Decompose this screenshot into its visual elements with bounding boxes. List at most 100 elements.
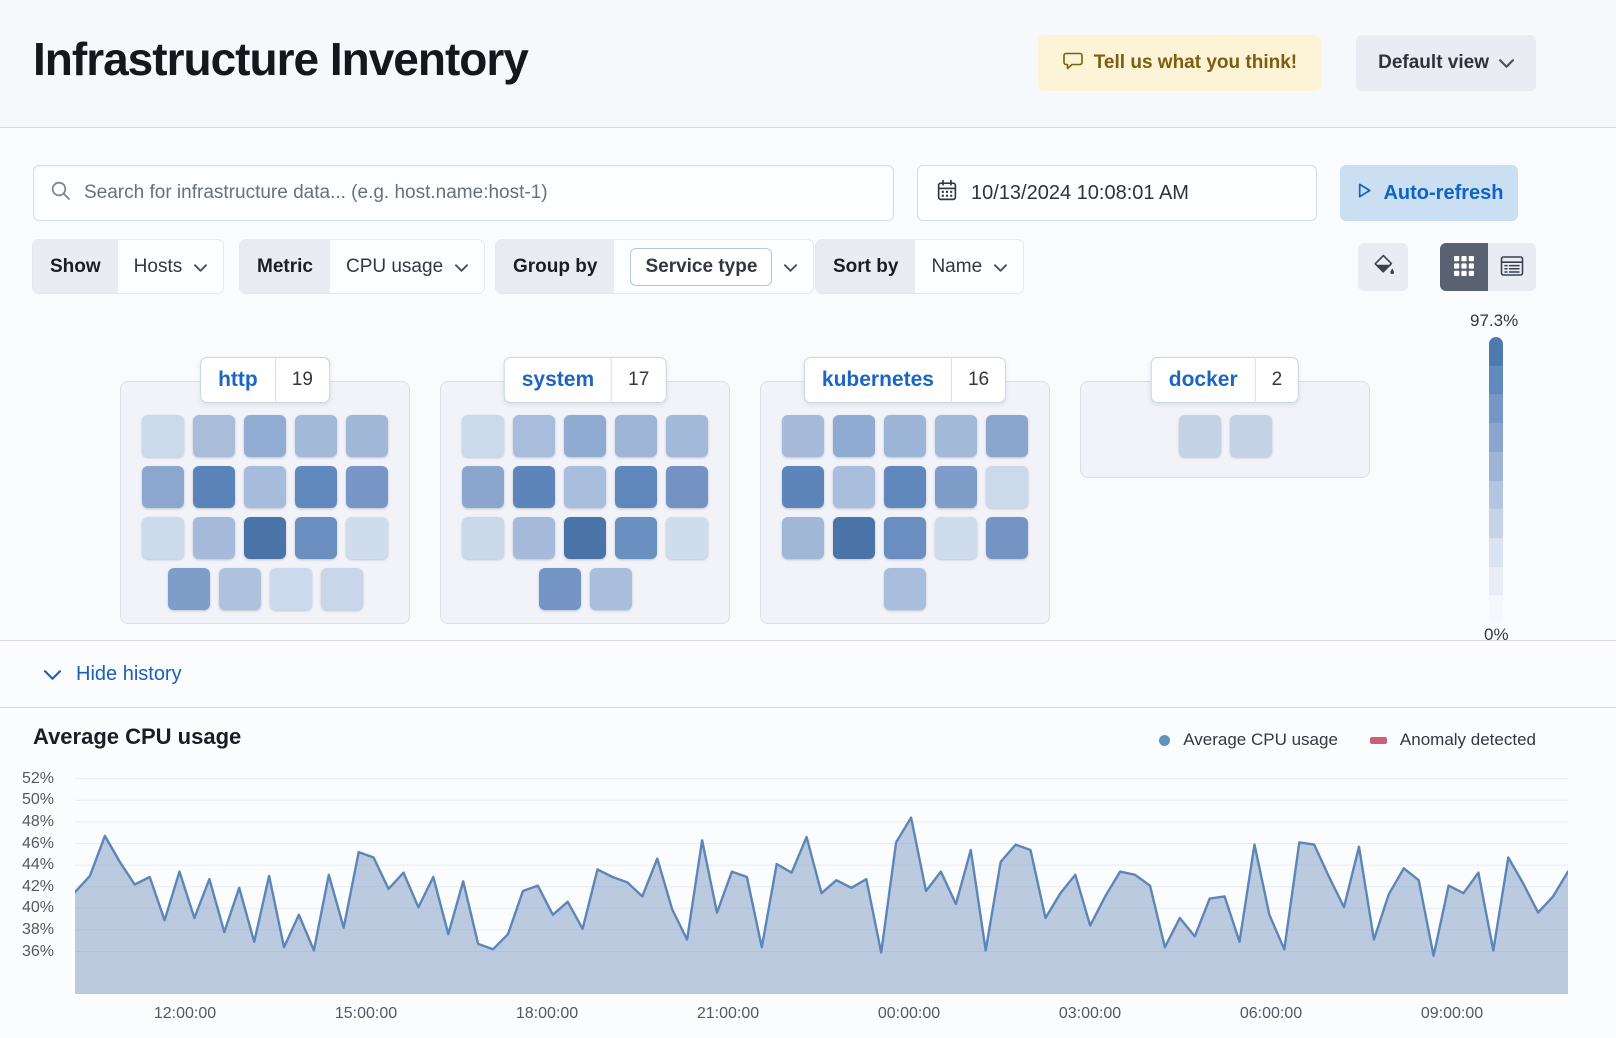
group-name: system <box>521 368 595 391</box>
group-badge[interactable]: http 19 <box>200 357 330 403</box>
host-tile[interactable] <box>295 517 337 559</box>
host-tile[interactable] <box>833 415 875 457</box>
host-tile[interactable] <box>295 466 337 508</box>
history-toggle-bar: Hide history <box>0 640 1616 707</box>
host-tile[interactable] <box>513 517 555 559</box>
view-selector-button[interactable]: Default view <box>1356 35 1536 91</box>
area-chart-plot <box>73 771 1570 994</box>
host-tile[interactable] <box>935 517 977 559</box>
host-tile[interactable] <box>833 466 875 508</box>
host-tile[interactable] <box>462 466 504 508</box>
host-tile[interactable] <box>244 517 286 559</box>
host-tile[interactable] <box>782 517 824 559</box>
host-tile[interactable] <box>884 415 926 457</box>
play-icon <box>1354 181 1373 206</box>
badge-divider <box>1254 358 1256 402</box>
legend-item-average-cpu[interactable]: Average CPU usage <box>1159 730 1338 750</box>
calendar-icon <box>936 179 958 208</box>
host-tile[interactable] <box>782 466 824 508</box>
host-tile[interactable] <box>1229 415 1272 457</box>
host-tile[interactable] <box>462 517 504 559</box>
host-tile[interactable] <box>935 466 977 508</box>
host-tile[interactable] <box>884 466 926 508</box>
feedback-button[interactable]: Tell us what you think! <box>1037 35 1322 91</box>
group-docker: docker 2 <box>1080 357 1370 478</box>
metric-dropdown[interactable]: CPU usage <box>330 240 484 293</box>
group-count: 19 <box>291 369 313 390</box>
host-tile[interactable] <box>320 568 363 610</box>
chevron-down-icon <box>455 256 469 278</box>
host-tile[interactable] <box>589 568 632 610</box>
palette-button[interactable] <box>1358 243 1408 291</box>
host-tile[interactable] <box>615 517 657 559</box>
auto-refresh-button[interactable]: Auto-refresh <box>1340 165 1518 221</box>
group-name: http <box>218 368 258 391</box>
badge-divider <box>274 358 276 402</box>
speech-bubble-icon <box>1062 50 1084 77</box>
table-view-button[interactable] <box>1488 243 1536 291</box>
hide-history-link[interactable]: Hide history <box>44 663 182 686</box>
host-tile[interactable] <box>564 415 606 457</box>
host-tile[interactable] <box>935 415 977 457</box>
host-tile[interactable] <box>615 415 657 457</box>
host-tile[interactable] <box>346 415 388 457</box>
group-by-value-pill[interactable]: Service type <box>630 247 773 286</box>
paint-bucket-icon <box>1371 253 1396 281</box>
host-tile[interactable] <box>193 466 235 508</box>
x-axis-label: 06:00:00 <box>1239 1005 1303 1022</box>
chevron-down-icon <box>194 256 208 278</box>
host-tile[interactable] <box>346 517 388 559</box>
host-tile[interactable] <box>666 415 708 457</box>
y-axis-label: 38% <box>21 920 54 938</box>
host-tile[interactable] <box>346 466 388 508</box>
host-tile[interactable] <box>833 517 875 559</box>
search-input[interactable] <box>84 182 877 204</box>
feedback-button-label: Tell us what you think! <box>1093 52 1298 73</box>
group-by-dropdown[interactable]: Service type <box>614 240 813 293</box>
host-tile[interactable] <box>167 568 210 610</box>
host-tile[interactable] <box>884 517 926 559</box>
host-tile[interactable] <box>244 466 286 508</box>
host-tile[interactable] <box>986 517 1028 559</box>
host-tile[interactable] <box>564 517 606 559</box>
host-tile[interactable] <box>564 466 606 508</box>
host-tile[interactable] <box>538 568 581 610</box>
host-tile[interactable] <box>142 517 184 559</box>
host-tile[interactable] <box>218 568 261 610</box>
group-badge[interactable]: kubernetes 16 <box>803 357 1007 403</box>
host-tile[interactable] <box>513 415 555 457</box>
legend-item-anomaly[interactable]: Anomaly detected <box>1369 730 1536 750</box>
group-badge[interactable]: system 17 <box>503 357 667 403</box>
host-tile[interactable] <box>513 466 555 508</box>
host-tile[interactable] <box>462 415 504 457</box>
filter-group-by: Group by Service type <box>496 240 814 293</box>
grid-view-button[interactable] <box>1440 243 1488 291</box>
group-badge[interactable]: docker 2 <box>1150 357 1300 403</box>
sort-by-dropdown[interactable]: Name <box>915 240 1023 293</box>
host-tile[interactable] <box>269 568 312 610</box>
host-tile[interactable] <box>782 415 824 457</box>
host-tile[interactable] <box>666 466 708 508</box>
host-tile[interactable] <box>193 517 235 559</box>
host-tile[interactable] <box>142 415 184 457</box>
host-tile[interactable] <box>244 415 286 457</box>
show-dropdown[interactable]: Hosts <box>118 240 224 293</box>
host-tile[interactable] <box>666 517 708 559</box>
host-tile[interactable] <box>1178 415 1221 457</box>
host-tile[interactable] <box>986 415 1028 457</box>
tile-grid <box>121 382 409 610</box>
sort-by-value: Name <box>931 255 983 277</box>
host-tile[interactable] <box>193 415 235 457</box>
group-name: docker <box>1168 368 1238 391</box>
y-axis-label: 48% <box>21 812 54 830</box>
tile-grid <box>441 382 729 610</box>
host-tile[interactable] <box>295 415 337 457</box>
host-tile[interactable] <box>884 568 926 610</box>
host-tile[interactable] <box>615 466 657 508</box>
date-picker[interactable]: 10/13/2024 10:08:01 AM <box>917 165 1317 221</box>
chevron-down-icon <box>44 663 61 686</box>
group-count: 16 <box>967 369 990 390</box>
host-tile[interactable] <box>142 466 184 508</box>
host-tile[interactable] <box>986 466 1028 508</box>
